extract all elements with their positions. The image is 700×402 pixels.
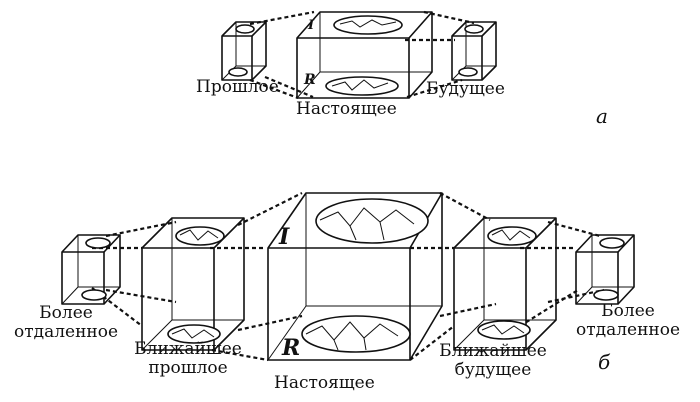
label-near-past-b: Ближайшее прошлое bbox=[128, 340, 248, 378]
cube-present-a bbox=[296, 11, 433, 99]
label-future-a: Будущее bbox=[426, 79, 505, 99]
cube-present-b bbox=[267, 192, 443, 361]
label-remote-future-b: Более отдаленное bbox=[572, 302, 684, 340]
label-remote-past-line1: Более bbox=[39, 303, 93, 323]
cube-future-a bbox=[451, 21, 497, 81]
cube-near-past-b bbox=[141, 217, 245, 351]
label-remote-future-line2: отдаленное bbox=[575, 320, 681, 340]
marker-b: б bbox=[598, 350, 611, 374]
face-letter-r-b: R bbox=[282, 335, 301, 361]
label-past-a: Прошлое bbox=[196, 77, 279, 97]
label-near-future-line2: будущее bbox=[454, 360, 532, 380]
diagram-a bbox=[221, 10, 497, 100]
label-near-past-line1: Ближайшее bbox=[134, 339, 242, 359]
cube-near-future-b bbox=[453, 217, 557, 351]
cube-remote-past-b bbox=[61, 234, 121, 305]
marker-a: а bbox=[596, 104, 608, 128]
label-remote-past-b: Более отдаленное bbox=[10, 304, 122, 342]
face-letter-i-b: I bbox=[279, 224, 290, 250]
cube-past-a bbox=[221, 21, 267, 81]
face-letter-i-a: I bbox=[308, 18, 315, 33]
label-present-b: Настоящее bbox=[274, 373, 375, 393]
diagram-b bbox=[61, 192, 635, 362]
label-near-future-b: Ближайшее будущее bbox=[436, 342, 550, 380]
label-near-future-line1: Ближайшее bbox=[439, 341, 547, 361]
label-remote-future-line1: Более bbox=[601, 301, 655, 321]
face-letter-r-a: R bbox=[304, 72, 316, 88]
label-near-past-line2: прошлое bbox=[148, 358, 228, 378]
cube-remote-future-b bbox=[575, 234, 635, 305]
label-present-a: Настоящее bbox=[296, 99, 397, 119]
label-remote-past-line2: отдаленное bbox=[13, 322, 119, 342]
